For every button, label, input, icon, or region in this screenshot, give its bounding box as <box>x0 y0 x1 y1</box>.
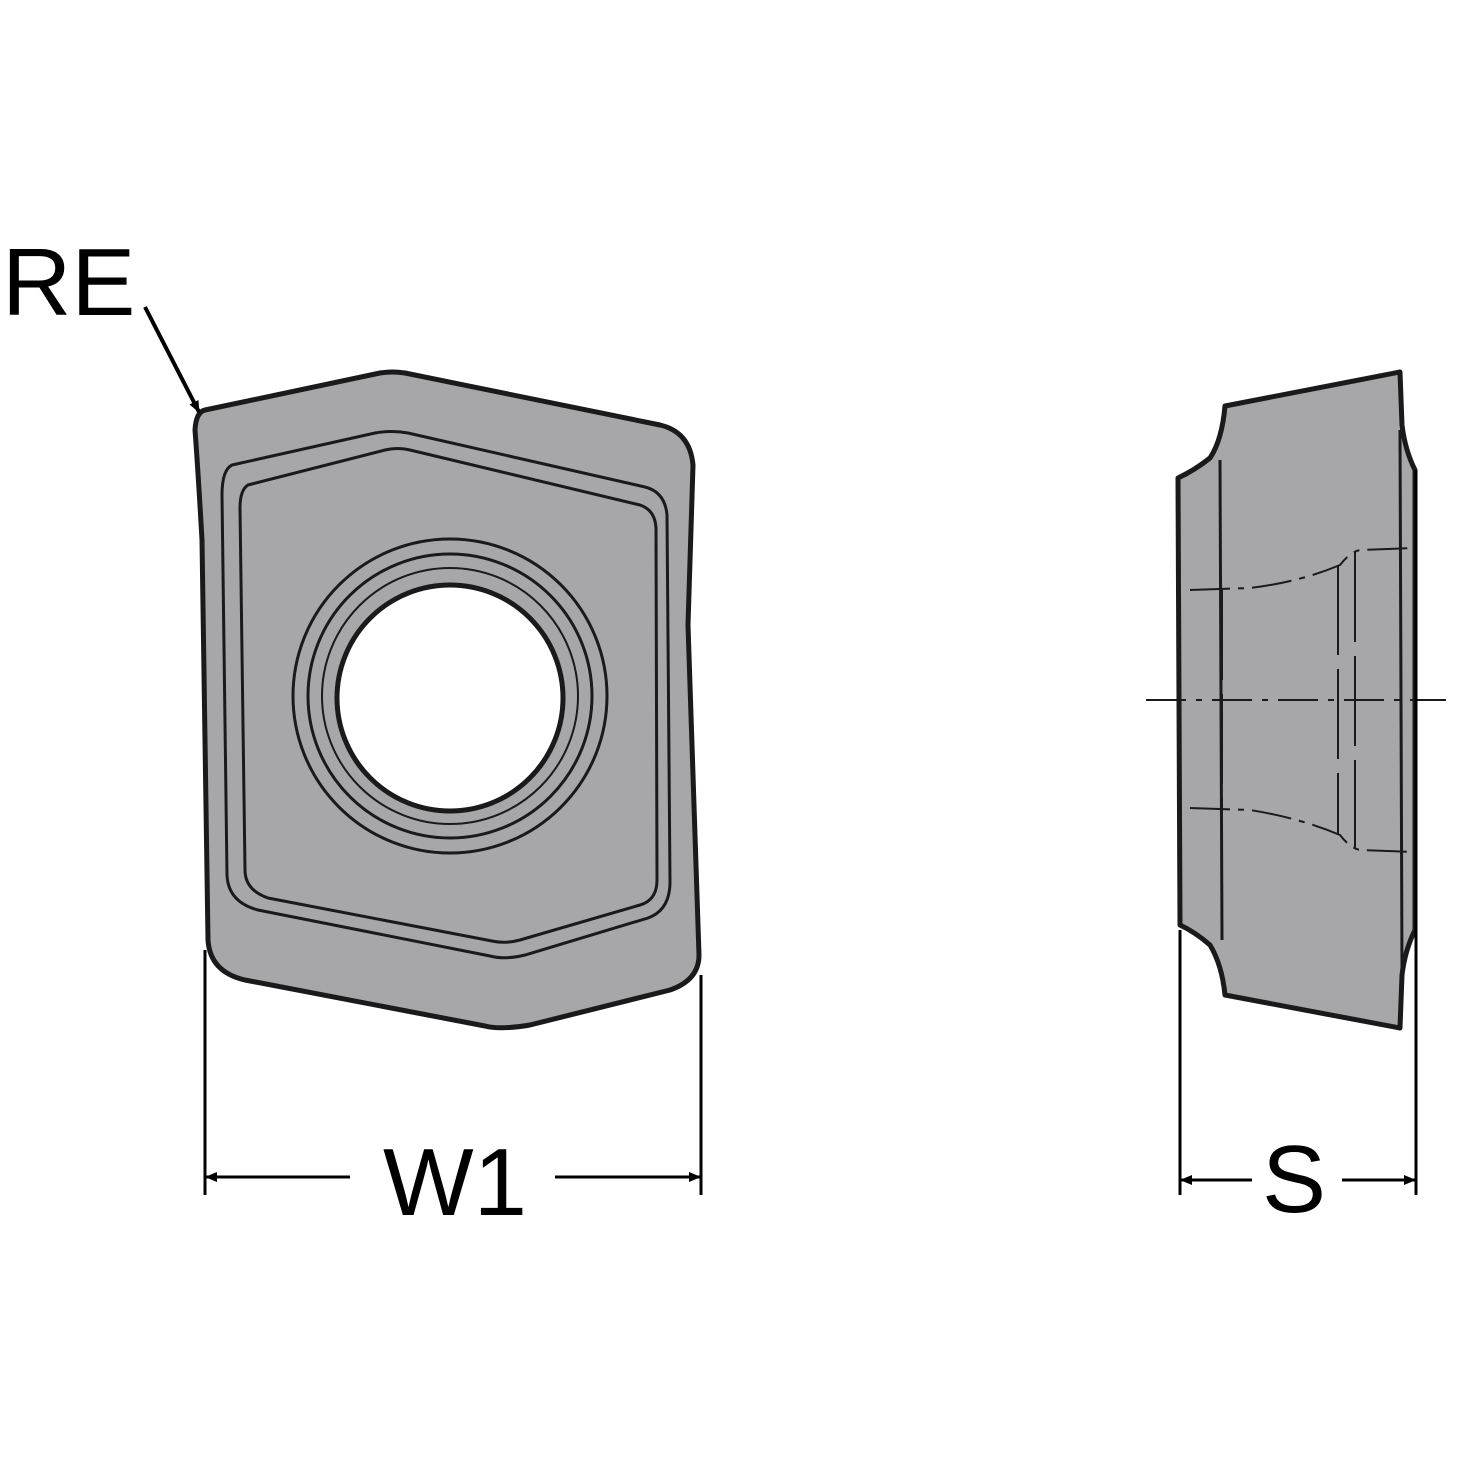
hole-outer-ring <box>291 537 609 855</box>
side-inner-edge <box>1398 429 1404 971</box>
w1-dimension: W1 <box>203 950 703 1236</box>
re-leader-arrow <box>143 306 201 413</box>
insert-front-view <box>192 369 702 1031</box>
insert-chipbreaker-inner <box>238 447 659 944</box>
hole-inner-ring <box>321 567 579 825</box>
s-dimension: S <box>1178 470 1418 1233</box>
hidden-hole-upper <box>1189 547 1416 591</box>
s-label: S <box>1262 1126 1326 1233</box>
clamping-hole <box>334 582 566 814</box>
insert-chipbreaker-outer <box>220 430 672 960</box>
w1-label: W1 <box>383 1129 527 1236</box>
hole-middle-ring <box>306 552 594 840</box>
hidden-hole-lower <box>1189 807 1416 853</box>
re-label: RE <box>2 229 135 336</box>
